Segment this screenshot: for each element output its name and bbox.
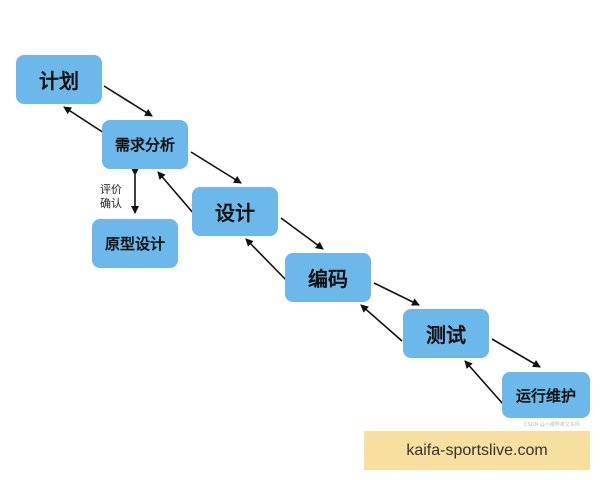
note-line-1: 评价 [100, 183, 122, 196]
watermark-text: CSDN @小楼昨夜又东风 [524, 422, 580, 428]
arrow-req-to-design [190, 151, 242, 184]
node-maintenance-label: 运行维护 [515, 386, 576, 405]
arrow-plan-to-req [103, 85, 153, 117]
evaluate-confirm-note: 评价 确认 [100, 183, 122, 211]
node-design-label: 设计 [215, 201, 255, 225]
arrow-code-to-test [373, 282, 420, 306]
node-coding-label: 编码 [308, 267, 348, 291]
arrow-design-back-to-req [157, 171, 195, 215]
node-plan-label: 计划 [39, 69, 79, 93]
site-banner-label: kaifa-sportslive.com [406, 441, 548, 459]
node-prototype: 原型设计 [92, 219, 178, 268]
node-requirements-label: 需求分析 [114, 136, 175, 154]
site-banner[interactable]: kaifa-sportslive.com [364, 431, 590, 470]
node-coding: 编码 [285, 253, 371, 302]
note-line-2: 确认 [100, 197, 122, 210]
arrow-maint-back-to-test [464, 360, 504, 405]
node-testing: 测试 [403, 309, 489, 358]
node-requirements: 需求分析 [102, 120, 188, 169]
arrow-code-back-to-design [245, 238, 289, 283]
node-design: 设计 [192, 187, 278, 236]
arrow-design-to-code [280, 217, 324, 250]
arrow-test-to-maint [491, 338, 541, 368]
node-plan: 计划 [16, 55, 102, 104]
arrow-test-back-to-code [360, 304, 403, 342]
node-testing-label: 测试 [426, 323, 466, 347]
arrow-req-back-to-plan [63, 106, 105, 134]
node-prototype-label: 原型设计 [104, 235, 165, 253]
node-maintenance: 运行维护 [502, 372, 590, 418]
